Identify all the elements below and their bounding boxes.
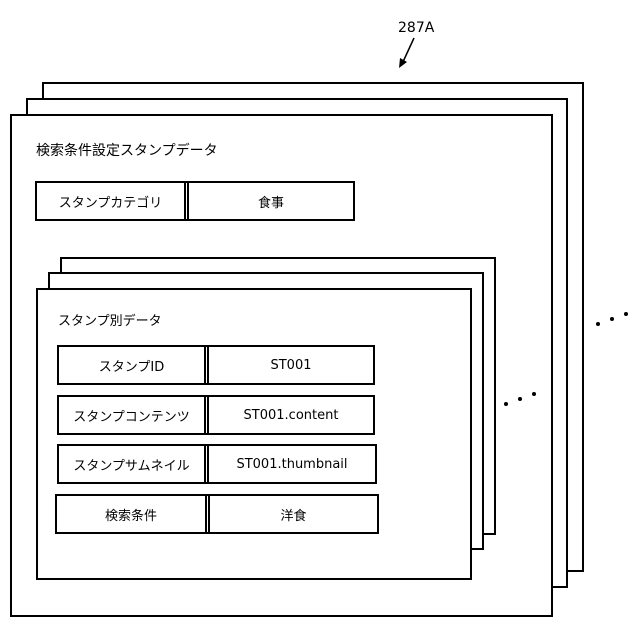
reference-arrow: [396, 36, 420, 70]
inner-title: スタンプ別データ: [58, 310, 162, 329]
stamp-thumbnail-key: スタンプサムネイル: [59, 446, 209, 482]
stamp-content-key: スタンプコンテンツ: [59, 397, 209, 433]
search-condition-field: 検索条件 洋食: [55, 494, 379, 534]
reference-label: 287A: [398, 20, 434, 36]
stamp-thumbnail-value: ST001.thumbnail: [209, 446, 375, 482]
outer-stack-ellipsis: [594, 308, 634, 328]
category-key: スタンプカテゴリ: [37, 183, 189, 219]
stamp-content-value: ST001.content: [209, 397, 373, 433]
category-field: スタンプカテゴリ 食事: [35, 181, 355, 221]
search-condition-value: 洋食: [210, 496, 377, 532]
stamp-id-key: スタンプID: [59, 347, 209, 383]
search-condition-key: 検索条件: [57, 496, 210, 532]
stamp-thumbnail-field: スタンプサムネイル ST001.thumbnail: [57, 444, 377, 484]
outer-title: 検索条件設定スタンプデータ: [36, 140, 218, 160]
stamp-id-field: スタンプID ST001: [57, 345, 375, 385]
category-value: 食事: [189, 183, 353, 219]
stamp-content-field: スタンプコンテンツ ST001.content: [57, 395, 375, 435]
inner-stack-ellipsis: [502, 388, 542, 408]
stamp-id-value: ST001: [209, 347, 373, 383]
